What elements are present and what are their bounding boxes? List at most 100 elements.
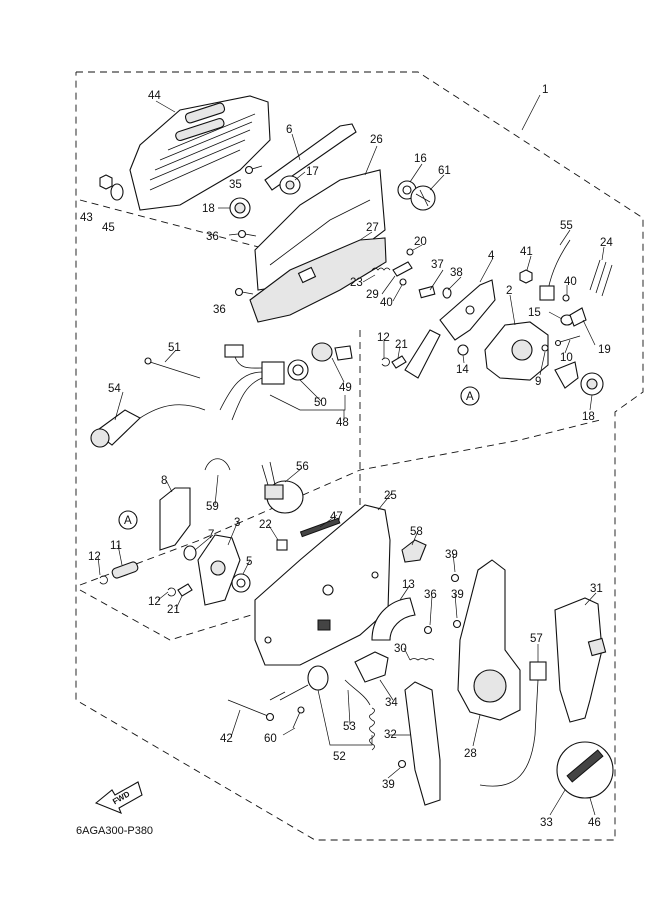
part-14-collar[interactable] [457, 344, 469, 356]
part-13-detent[interactable] [371, 597, 416, 641]
callout-18b[interactable]: 18 [582, 411, 595, 423]
part-45-washer[interactable] [110, 183, 124, 201]
part-31-handle-grip[interactable] [554, 597, 607, 723]
callout-48[interactable]: 48 [336, 417, 349, 429]
part-41-bolt[interactable] [519, 269, 533, 284]
part-21a-pin[interactable] [391, 355, 407, 369]
part-24-spring[interactable] [589, 259, 613, 297]
part-2-cam[interactable] [484, 321, 549, 381]
callout-33[interactable]: 33 [540, 817, 553, 829]
part-37-bolt[interactable] [418, 285, 436, 299]
callout-11[interactable]: 11 [110, 540, 122, 552]
part-3-cam[interactable] [197, 534, 241, 606]
part-56-buzzer[interactable] [261, 461, 304, 514]
callout-49[interactable]: 49 [339, 382, 352, 394]
part-7-washer[interactable] [183, 545, 197, 561]
part-39a-screw[interactable] [450, 573, 460, 583]
part-40b-screw[interactable] [562, 294, 570, 302]
callout-26[interactable]: 26 [370, 134, 383, 146]
part-36c-screw[interactable] [423, 625, 433, 635]
callout-31[interactable]: 31 [590, 583, 603, 595]
callout-2[interactable]: 2 [506, 285, 512, 297]
callout-28[interactable]: 28 [464, 748, 477, 760]
part-6-lever[interactable] [264, 123, 357, 191]
part-54-connector[interactable] [90, 404, 206, 448]
callout-39c[interactable]: 39 [382, 779, 395, 791]
part-39b-screw[interactable] [452, 619, 462, 629]
callout-57[interactable]: 57 [530, 633, 543, 645]
callout-17[interactable]: 17 [306, 166, 319, 178]
part-35-screw[interactable] [244, 165, 263, 175]
part-44-cover-plate[interactable] [129, 95, 271, 211]
part-40a-screw[interactable] [399, 278, 407, 286]
callout-21b[interactable]: 21 [167, 604, 180, 616]
callout-40a[interactable]: 40 [380, 297, 393, 309]
callout-4[interactable]: 4 [488, 250, 495, 262]
callout-12b[interactable]: 12 [88, 551, 101, 563]
part-18b-bushing[interactable] [580, 372, 604, 396]
part-58-bracket[interactable] [401, 539, 427, 563]
callout-54[interactable]: 54 [108, 383, 121, 395]
callout-24[interactable]: 24 [600, 237, 613, 249]
callout-55[interactable]: 55 [560, 220, 573, 232]
callout-42[interactable]: 42 [220, 733, 233, 745]
part-36b-screw[interactable] [234, 287, 254, 297]
callout-10[interactable]: 10 [560, 352, 573, 364]
part-34-clip[interactable] [354, 651, 389, 683]
part-11-shaft[interactable] [111, 561, 139, 579]
part-23-spring[interactable] [371, 267, 391, 271]
callout-59[interactable]: 59 [206, 501, 219, 513]
callout-22[interactable]: 22 [259, 519, 272, 531]
callout-14[interactable]: 14 [456, 364, 469, 376]
callout-15[interactable]: 15 [528, 307, 541, 319]
part-12b-clip[interactable] [99, 575, 108, 585]
callout-21a[interactable]: 21 [395, 339, 408, 351]
part-47-label[interactable] [299, 517, 341, 538]
callout-3[interactable]: 3 [234, 517, 240, 529]
callout-32[interactable]: 32 [384, 729, 397, 741]
callout-35[interactable]: 35 [229, 179, 242, 191]
callout-38[interactable]: 38 [450, 267, 463, 279]
callout-23[interactable]: 23 [350, 277, 363, 289]
callout-25[interactable]: 25 [384, 490, 397, 502]
part-25-housing[interactable] [254, 504, 391, 666]
part-22-clip[interactable] [276, 539, 288, 551]
part-53-spring[interactable] [344, 679, 375, 751]
part-8-bracket[interactable] [159, 487, 191, 551]
callout-29[interactable]: 29 [366, 289, 379, 301]
callout-51[interactable]: 51 [168, 342, 181, 354]
part-28-handle-arm[interactable] [457, 559, 521, 721]
part-42-bolt[interactable] [227, 699, 275, 722]
part-10-bolt[interactable] [554, 335, 581, 347]
callout-36b[interactable]: 36 [213, 304, 226, 316]
part-4-arm[interactable] [439, 279, 496, 341]
part-46-cap[interactable] [556, 741, 614, 799]
part-9-washer[interactable] [541, 344, 549, 352]
callout-27[interactable]: 27 [366, 222, 379, 234]
part-36a-screw[interactable] [237, 229, 257, 239]
callout-18a[interactable]: 18 [202, 203, 215, 215]
callout-43[interactable]: 43 [80, 212, 93, 224]
part-17-bushing[interactable] [279, 175, 301, 195]
callout-45[interactable]: 45 [102, 222, 115, 234]
part-19-cover[interactable] [569, 307, 587, 327]
part-32-rail[interactable] [404, 681, 441, 806]
part-61-cap[interactable] [410, 185, 436, 211]
part-5-bushing[interactable] [231, 573, 251, 593]
callout-61[interactable]: 61 [438, 165, 451, 177]
callout-34[interactable]: 34 [385, 697, 398, 709]
part-51-wire[interactable] [144, 357, 201, 379]
callout-36c[interactable]: 36 [424, 589, 437, 601]
callout-12c[interactable]: 12 [148, 596, 161, 608]
callout-46[interactable]: 46 [588, 817, 601, 829]
part-49-key-switch[interactable] [311, 342, 353, 362]
callout-16[interactable]: 16 [414, 153, 427, 165]
part-12a-clip[interactable] [381, 357, 390, 367]
callout-1[interactable]: 1 [542, 84, 548, 96]
callout-12a[interactable]: 12 [377, 332, 390, 344]
part-18a-bushing[interactable] [229, 197, 251, 219]
callout-44[interactable]: 44 [148, 90, 161, 102]
part-20-pin[interactable] [406, 248, 414, 256]
callout-9[interactable]: 9 [535, 376, 541, 388]
callout-40b[interactable]: 40 [564, 276, 577, 288]
